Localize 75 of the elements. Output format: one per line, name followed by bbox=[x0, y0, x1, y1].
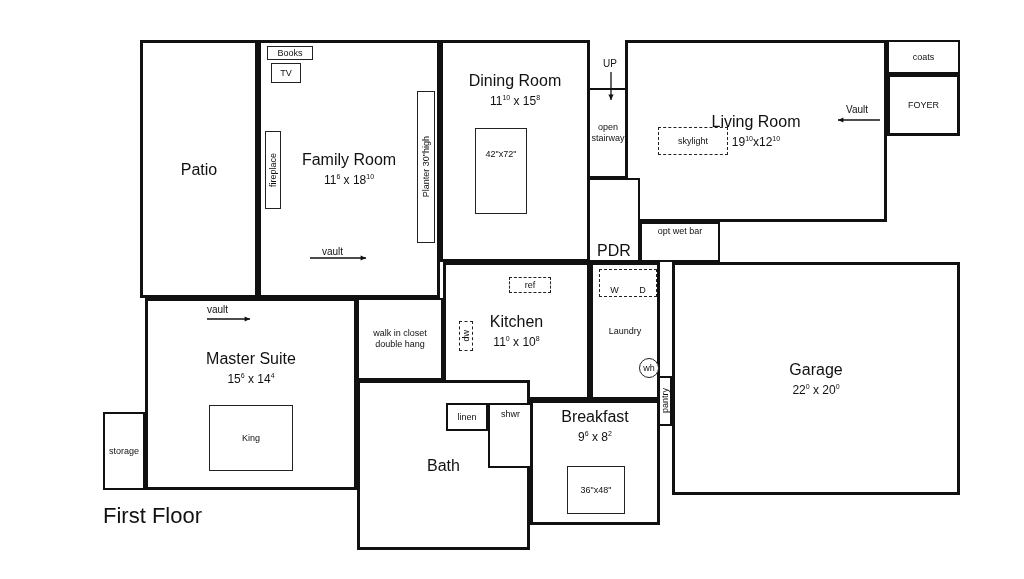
room-name: Garage bbox=[789, 359, 843, 379]
closet-outline bbox=[357, 298, 443, 380]
furniture-label: dw bbox=[460, 330, 472, 342]
garage-outline bbox=[672, 262, 960, 495]
dishwasher bbox=[459, 321, 473, 351]
room-name: Patio bbox=[180, 159, 218, 179]
closet-outline bbox=[103, 412, 145, 490]
direction-label: vault bbox=[322, 246, 344, 257]
room-outline bbox=[590, 262, 660, 400]
room-label: opt wet bar bbox=[657, 226, 703, 237]
room-name: Family Room bbox=[301, 150, 397, 169]
furniture-label: Books bbox=[277, 47, 303, 59]
breakfast-table bbox=[567, 466, 625, 514]
direction-label: UP bbox=[603, 58, 617, 69]
furniture-label: D bbox=[639, 285, 646, 296]
bookshelf bbox=[267, 46, 313, 60]
room-outline bbox=[258, 40, 440, 298]
room-dimensions: 19$^{10}$x12$^{10}$ bbox=[731, 134, 781, 150]
furniture-label: skylight bbox=[678, 135, 708, 147]
refrigerator bbox=[509, 277, 551, 293]
room-outline bbox=[530, 400, 660, 525]
room-label: Laundry bbox=[608, 325, 642, 337]
shower-outline bbox=[488, 403, 533, 468]
room-dimensions: 11$^{10}$ x 15$^{8}$ bbox=[489, 93, 541, 109]
room-dimensions: 22$^{0}$ x 20$^{0}$ bbox=[792, 381, 840, 398]
room-dimensions: 11$^{0}$ x 10$^{8}$ bbox=[493, 334, 540, 350]
furniture-label: TV bbox=[280, 67, 292, 79]
room-name: PDR bbox=[597, 241, 631, 260]
furniture-label: Planter 30"high bbox=[420, 136, 432, 198]
direction-label: Vault bbox=[846, 104, 869, 115]
patio-area bbox=[140, 40, 258, 298]
bed bbox=[209, 405, 293, 471]
room-label: pantry bbox=[659, 388, 671, 414]
room-label: open stairway bbox=[590, 122, 626, 144]
fireplace bbox=[265, 131, 281, 209]
room-outline bbox=[443, 262, 590, 400]
room-name: Kitchen bbox=[489, 312, 544, 331]
furniture-label: W bbox=[610, 285, 619, 296]
room-label: double hang bbox=[375, 339, 425, 350]
dining-table bbox=[475, 128, 527, 214]
furniture-label: ref bbox=[524, 279, 536, 291]
room-label: storage bbox=[109, 445, 139, 457]
furniture-label: King bbox=[242, 432, 260, 444]
plan-title: First Floor bbox=[103, 503, 202, 529]
room-name: Bath bbox=[427, 455, 460, 475]
room-name: Breakfast bbox=[561, 407, 629, 426]
room-name: Living Room bbox=[711, 112, 801, 131]
room-label: FOYER bbox=[908, 99, 939, 111]
room-name: Dining Room bbox=[468, 71, 562, 90]
room-outline bbox=[440, 40, 590, 262]
closet-outline bbox=[446, 403, 488, 431]
foyer-outline bbox=[887, 74, 960, 136]
room-name: Master Suite bbox=[206, 349, 296, 368]
furniture-label: fireplace bbox=[267, 153, 279, 187]
room-outline bbox=[145, 298, 357, 490]
room-label: linen bbox=[457, 411, 477, 423]
room-label: coats bbox=[912, 51, 935, 63]
room-outline bbox=[357, 380, 530, 550]
furniture-label: wh bbox=[643, 362, 655, 374]
room-outline bbox=[588, 178, 640, 262]
pantry-outline bbox=[658, 376, 672, 426]
planter bbox=[417, 91, 435, 243]
tv-cabinet bbox=[271, 63, 301, 83]
room-label: walk in closet bbox=[373, 328, 427, 339]
room-dimensions: 11$^{6}$ x 18$^{10}$ bbox=[323, 172, 375, 188]
wet-bar-outline bbox=[640, 222, 720, 262]
stairway bbox=[588, 88, 628, 178]
room-dimensions: 15$^{6}$ x 14$^{4}$ bbox=[227, 371, 275, 387]
furniture-label: 42"x72" bbox=[485, 149, 517, 160]
room-outline bbox=[625, 40, 887, 222]
closet-outline bbox=[887, 40, 960, 74]
furniture-label: 36"x48" bbox=[580, 484, 612, 496]
washer-dryer bbox=[599, 269, 657, 297]
room-label: shwr bbox=[501, 409, 520, 420]
room-dimensions: 9$^{6}$ x 8$^{2}$ bbox=[578, 429, 612, 445]
